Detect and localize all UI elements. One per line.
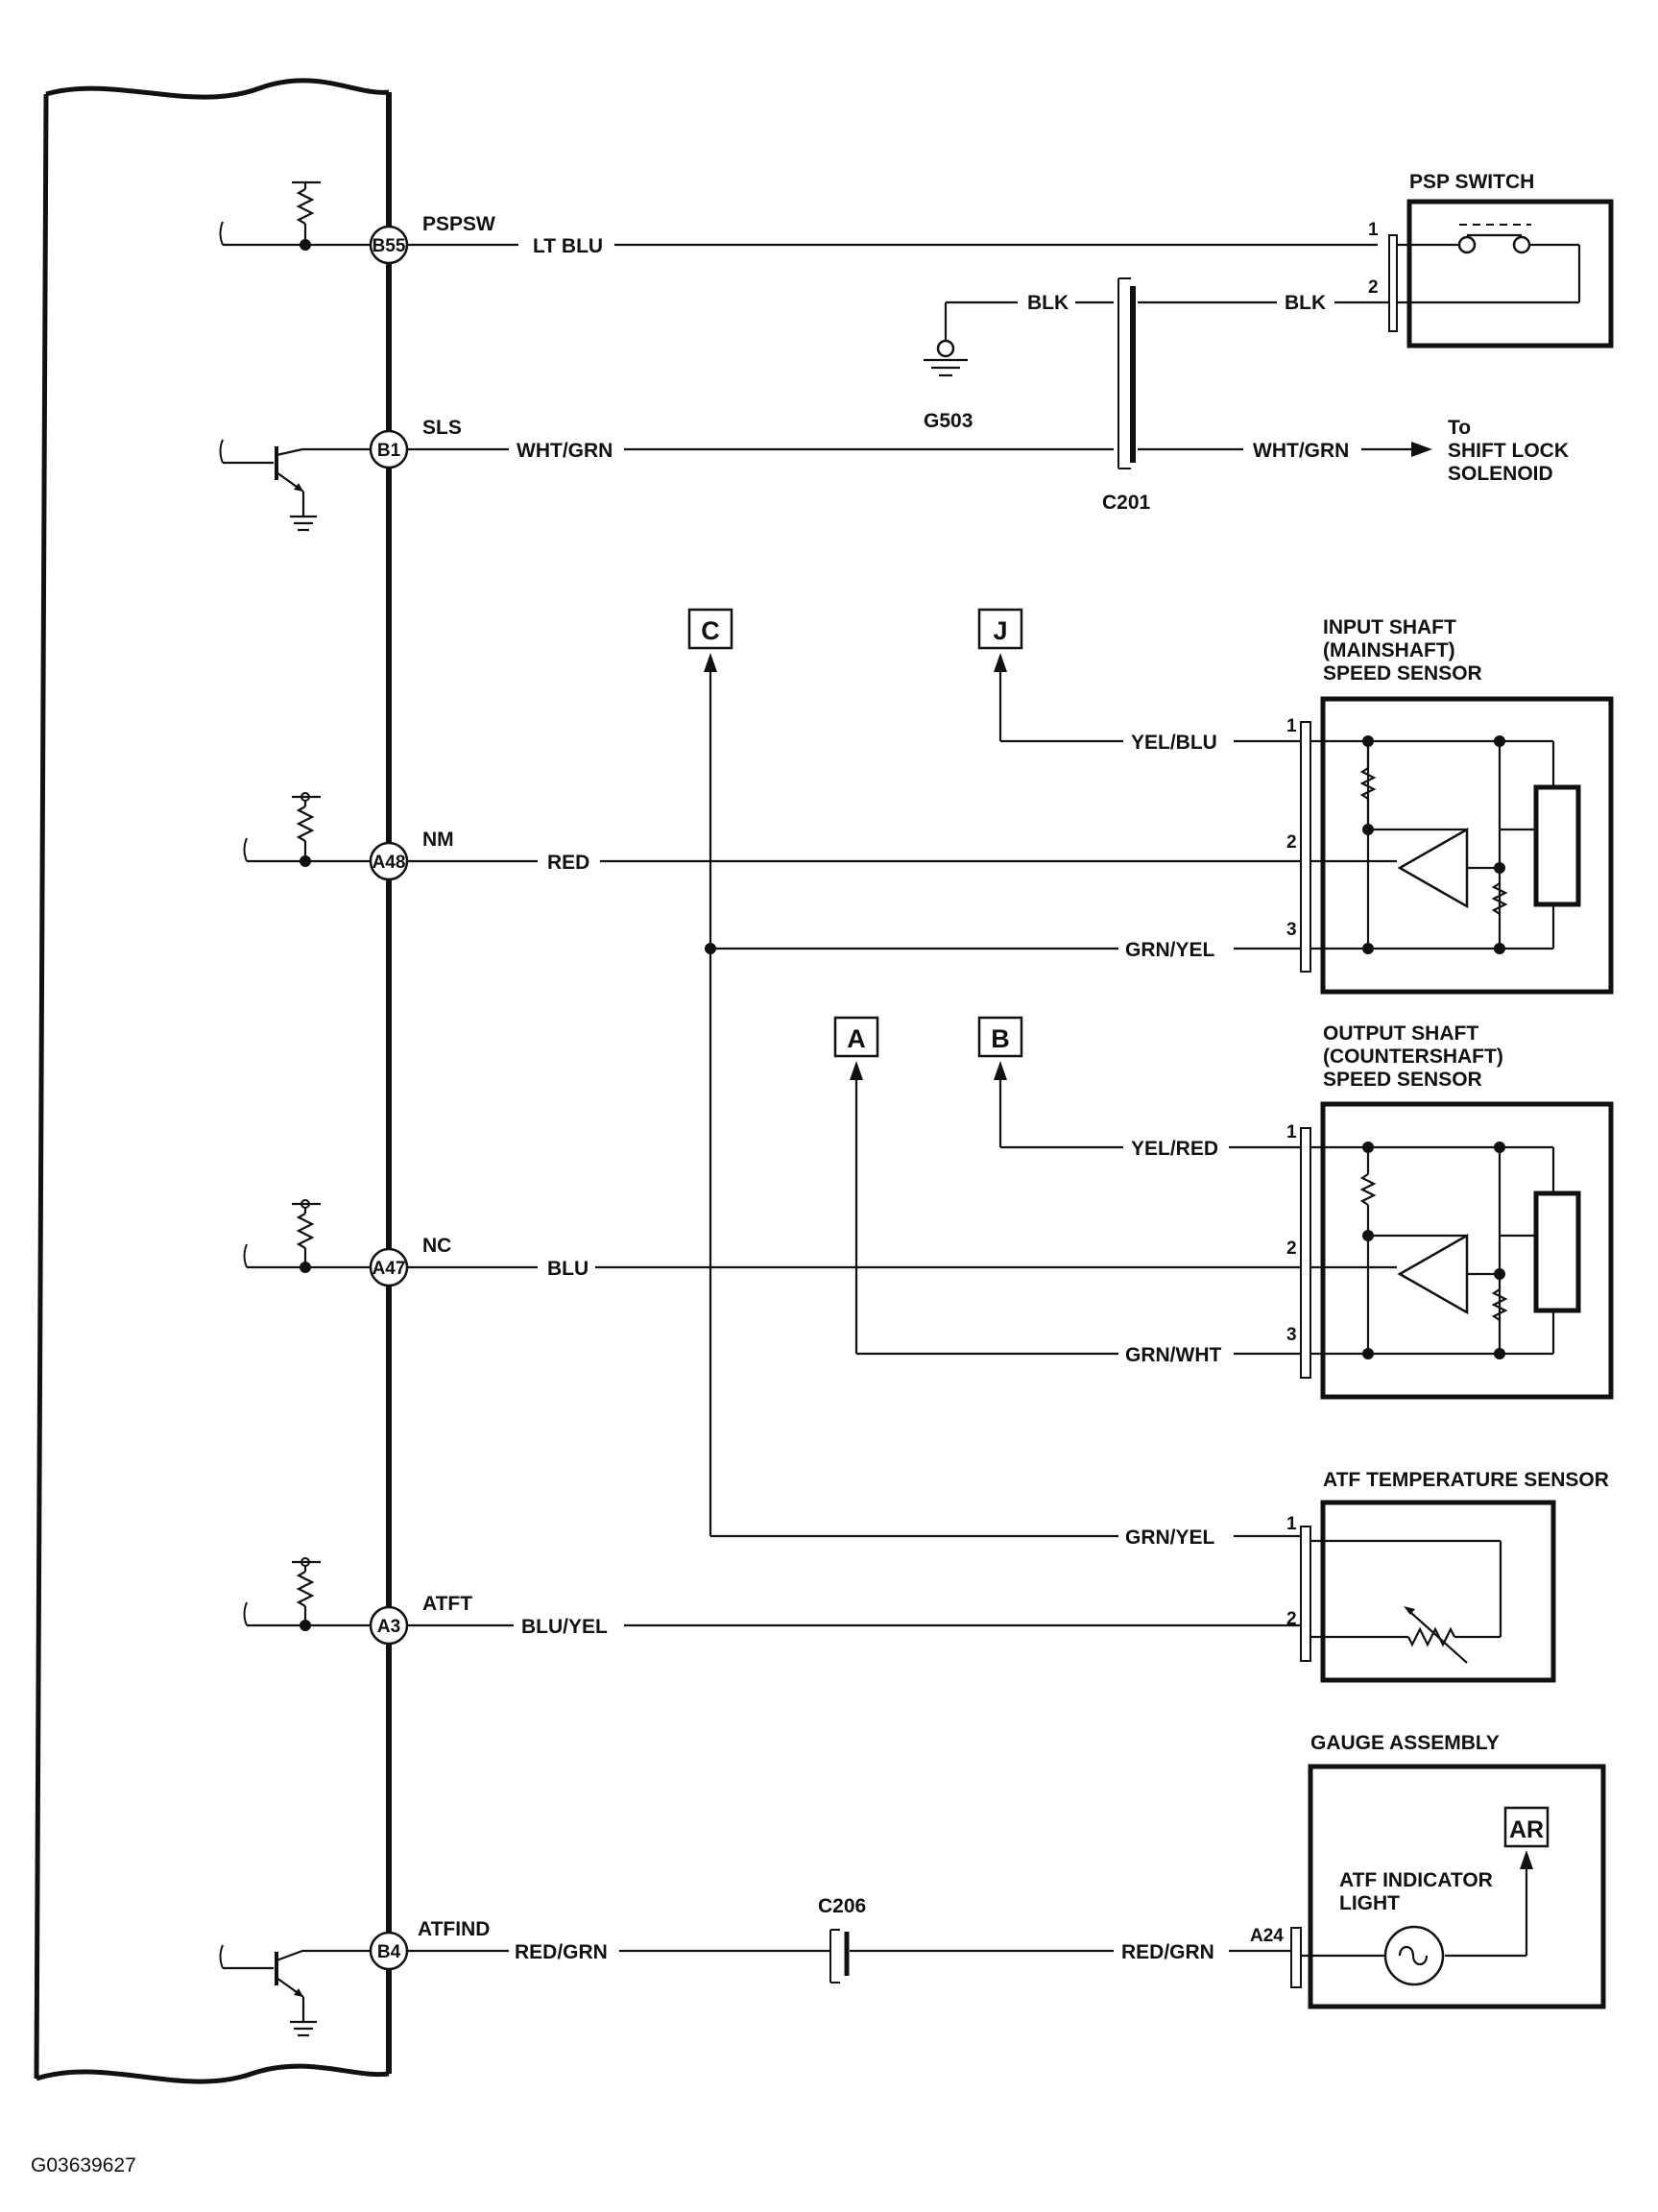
wire-red-label: RED	[547, 852, 589, 874]
ref-b: B YEL/RED	[977, 1016, 1301, 1160]
arrow-up-icon	[850, 1061, 863, 1080]
pin-a47-row: A47 NC BLU	[243, 1199, 1301, 1287]
atf-temp-pin-2: 2	[1286, 1609, 1297, 1629]
wire-grn-yel-input: GRN/YEL	[705, 939, 1301, 961]
pin-a48-row: A48 NM RED	[243, 792, 1301, 881]
input-pin-1: 1	[1286, 716, 1297, 736]
arrow-up-icon	[1520, 1850, 1533, 1869]
output-sensor-line3: SPEED SENSOR	[1323, 1069, 1482, 1091]
ref-a: A GRN/WHT	[833, 1016, 1301, 1366]
wire-wht-grn-left-label: WHT/GRN	[517, 440, 613, 462]
output-pin-3: 3	[1286, 1325, 1297, 1345]
pin-a3-id: A3	[377, 1617, 400, 1637]
pin-a47-signal: NC	[422, 1235, 451, 1257]
wire-yel-red-label: YEL/RED	[1131, 1138, 1218, 1160]
wire-red-grn-left-label: RED/GRN	[515, 1941, 608, 1963]
pin-b1-id: B1	[377, 441, 401, 461]
pin-b4-row: B4 ATFIND RED/GRN C206 RED/GRN	[219, 1895, 1291, 2037]
ref-j: J YEL/BLU	[977, 608, 1301, 754]
wire-yel-blu-label: YEL/BLU	[1131, 732, 1217, 754]
atf-indicator-line2: LIGHT	[1339, 1892, 1400, 1914]
wire-grn-wht-label: GRN/WHT	[1125, 1344, 1221, 1366]
ref-c-label: C	[701, 616, 720, 645]
wire-blk-left-label: BLK	[1027, 292, 1069, 314]
wire-blk-right-label: BLK	[1285, 292, 1326, 314]
atf-temp-sensor-label: ATF TEMPERATURE SENSOR	[1323, 1469, 1609, 1491]
arrow-up-icon	[704, 653, 717, 672]
pin-b1-row: B1 SLS WHT/GRN WHT/GRN To SHIFT LOCK SOL…	[219, 417, 1569, 532]
wire-grn-yel-input-label: GRN/YEL	[1125, 939, 1215, 961]
input-sensor-line2: (MAINSHAFT)	[1323, 639, 1455, 661]
input-sensor-line1: INPUT SHAFT	[1323, 616, 1456, 638]
wire-red-grn-right-label: RED/GRN	[1121, 1941, 1214, 1963]
ref-c: C	[687, 608, 733, 1536]
connector-c201: C201	[1102, 277, 1151, 514]
c201-label: C201	[1102, 492, 1151, 514]
pin-a47-id: A47	[372, 1259, 406, 1279]
atf-temp-pin-1: 1	[1286, 1514, 1297, 1534]
input-sensor-line3: SPEED SENSOR	[1323, 662, 1482, 685]
psp-switch: PSP SWITCH 1 2	[1368, 171, 1614, 349]
shift-lock-to: To	[1448, 417, 1471, 439]
shift-lock-line2: SHIFT LOCK	[1448, 440, 1569, 462]
pin-a48-signal: NM	[422, 829, 454, 851]
arrow-up-icon	[994, 653, 1007, 672]
output-pin-2: 2	[1286, 1238, 1297, 1259]
arrow-up-icon	[994, 1061, 1007, 1080]
ref-b-label: B	[991, 1024, 1010, 1053]
atf-temperature-sensor: ATF TEMPERATURE SENSOR 1 2	[1286, 1469, 1609, 1683]
wire-grn-yel-atf-label: GRN/YEL	[1125, 1527, 1215, 1549]
shift-lock-line3: SOLENOID	[1448, 463, 1553, 485]
input-pin-2: 2	[1286, 832, 1297, 853]
a24-label: A24	[1250, 1926, 1284, 1946]
pin-b4-id: B4	[377, 1942, 401, 1962]
pin-a48-id: A48	[372, 853, 406, 873]
output-sensor-line1: OUTPUT SHAFT	[1323, 1022, 1478, 1045]
g503-label: G503	[924, 410, 973, 432]
arrow-right-icon	[1411, 442, 1432, 457]
input-shaft-sensor: INPUT SHAFT (MAINSHAFT) SPEED SENSOR 1 2…	[1286, 616, 1614, 995]
input-pin-3: 3	[1286, 920, 1297, 940]
wire-blu-yel-label: BLU/YEL	[521, 1616, 608, 1638]
psp-pin-1: 1	[1368, 220, 1379, 240]
pcm-outline	[34, 78, 392, 2084]
output-pin-1: 1	[1286, 1122, 1297, 1142]
output-shaft-sensor: OUTPUT SHAFT (COUNTERSHAFT) SPEED SENSOR…	[1286, 1022, 1614, 1400]
pin-a3-signal: ATFT	[422, 1593, 472, 1615]
ref-j-label: J	[993, 616, 1007, 645]
wire-lt-blu-label: LT BLU	[533, 235, 603, 257]
psp-switch-label: PSP SWITCH	[1409, 171, 1534, 193]
pin-b55-signal: PSPSW	[422, 213, 495, 235]
c206-label: C206	[818, 1895, 866, 1917]
pin-b1-signal: SLS	[422, 417, 462, 439]
ground-g503: BLK BLK G503	[924, 292, 1389, 432]
ref-a-label: A	[847, 1024, 866, 1053]
gauge-assembly-label: GAUGE ASSEMBLY	[1310, 1732, 1500, 1754]
psp-pin-2: 2	[1368, 277, 1379, 298]
output-sensor-line2: (COUNTERSHAFT)	[1323, 1046, 1503, 1068]
pin-b55-id: B55	[372, 236, 406, 256]
atf-indicator-line1: ATF INDICATOR	[1339, 1869, 1493, 1891]
pin-b4-signal: ATFIND	[418, 1918, 490, 1940]
wire-grn-yel-atf: GRN/YEL	[710, 1527, 1301, 1549]
figure-id: G03639627	[31, 2154, 136, 2176]
pin-a3-row: A3 ATFT BLU/YEL	[243, 1557, 1301, 1646]
gauge-assembly: GAUGE ASSEMBLY A24 AR ATF INDICATOR LIGH…	[1250, 1732, 1606, 2009]
wire-wht-grn-right-label: WHT/GRN	[1253, 440, 1349, 462]
pin-b55-row: B55 PSPSW LT BLU	[219, 180, 1378, 265]
ref-ar-label: AR	[1509, 1816, 1544, 1843]
wire-blu-label: BLU	[547, 1258, 589, 1280]
